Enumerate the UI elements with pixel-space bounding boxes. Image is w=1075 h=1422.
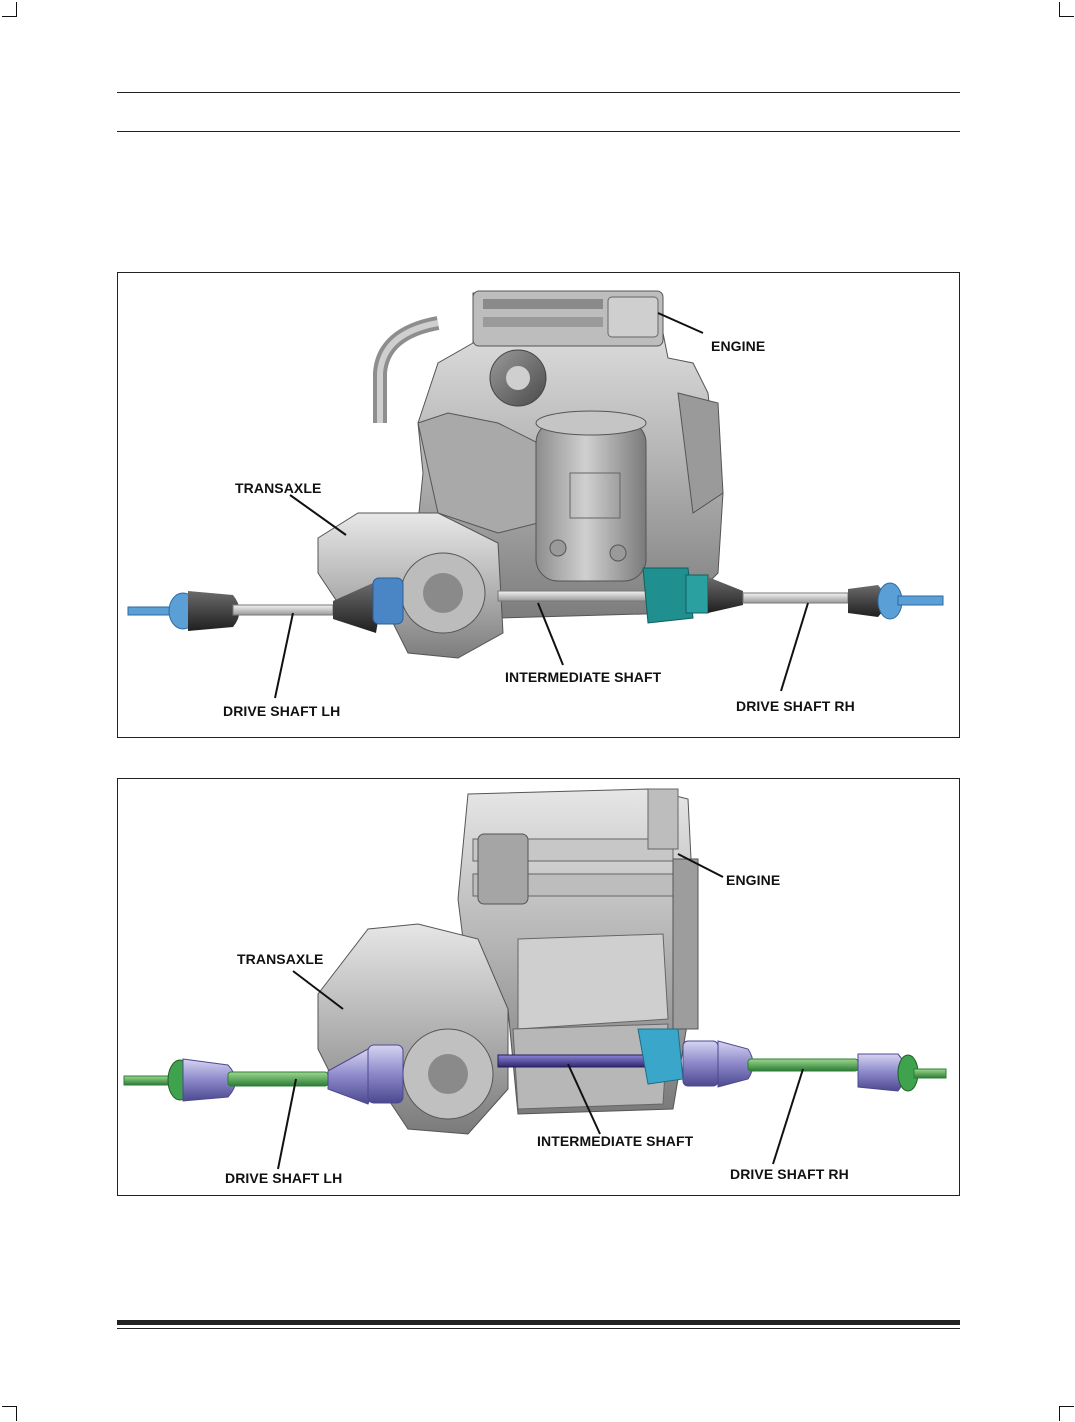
header-rule-bottom	[117, 131, 960, 132]
crop-mark-top-left	[2, 2, 17, 17]
figure-2-illustration	[123, 788, 947, 1170]
engine-block	[457, 788, 699, 1115]
crop-mark-top-right	[1059, 2, 1074, 17]
intermediate-shaft	[497, 590, 649, 602]
label-intermediate-shaft: INTERMEDIATE SHAFT	[505, 669, 662, 685]
label-drive-shaft-lh: DRIVE SHAFT LH	[225, 1170, 343, 1186]
label-drive-shaft-rh: DRIVE SHAFT RH	[736, 698, 855, 714]
figure-1-illustration	[127, 290, 944, 699]
footer-rule-thick	[117, 1320, 960, 1325]
footer-rule-thin	[117, 1328, 960, 1329]
crop-mark-bottom-left	[2, 1406, 17, 1421]
label-engine: ENGINE	[711, 338, 766, 354]
leader-lines	[277, 853, 804, 1170]
crop-mark-bottom-right	[1059, 1406, 1074, 1421]
label-transaxle: TRANSAXLE	[237, 951, 324, 967]
header-rule-top	[117, 92, 960, 93]
drive-shaft-rh	[682, 1040, 947, 1092]
label-engine: ENGINE	[726, 872, 781, 888]
drive-shaft-lh	[127, 577, 404, 633]
drive-shaft-lh	[123, 1044, 404, 1105]
label-drive-shaft-rh: DRIVE SHAFT RH	[730, 1166, 849, 1182]
transaxle-housing	[317, 512, 504, 659]
label-drive-shaft-lh: DRIVE SHAFT LH	[223, 703, 341, 719]
figure-2: ENGINE TRANSAXLE INTERMEDIATE SHAFT DRIV…	[117, 778, 960, 1196]
exhaust-canister	[535, 410, 647, 582]
leader-lines	[274, 312, 809, 699]
label-intermediate-shaft: INTERMEDIATE SHAFT	[537, 1133, 694, 1149]
transaxle-housing	[317, 923, 509, 1135]
figure-1: ENGINE TRANSAXLE INTERMEDIATE SHAFT DRIV…	[117, 272, 960, 738]
intermediate-shaft	[497, 1028, 684, 1085]
drive-shaft-rh	[642, 567, 944, 624]
label-transaxle: TRANSAXLE	[235, 480, 322, 496]
